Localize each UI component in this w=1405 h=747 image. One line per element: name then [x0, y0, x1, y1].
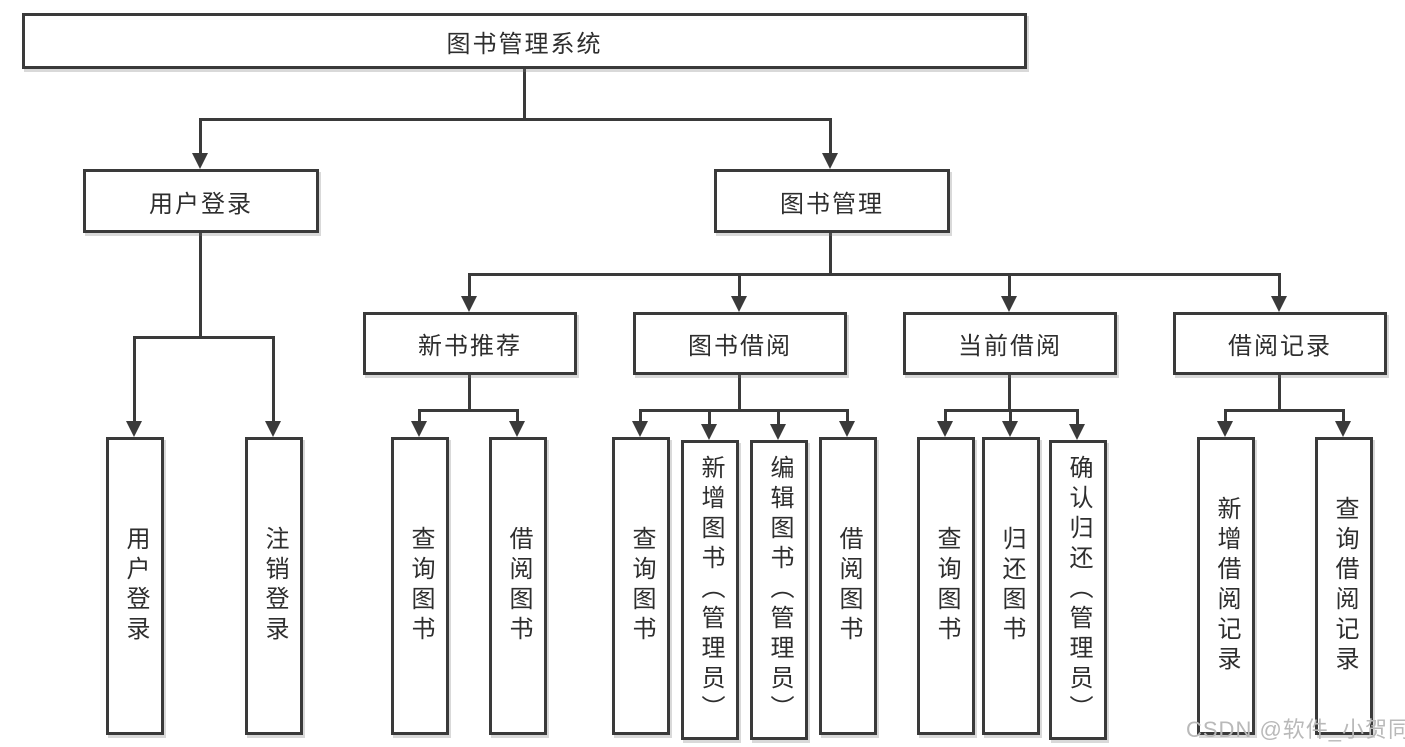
- connector-to-book-borrowing: [738, 273, 741, 296]
- leaf-add-borrow-record: 新增借阅记录: [1197, 437, 1255, 735]
- leaf-logout-label: 注销登录: [261, 526, 288, 646]
- connector-leaf: [639, 409, 642, 422]
- connector-borrow-records-hline: [1224, 409, 1345, 412]
- leaf-query-books-recommend-label: 查询图书: [407, 526, 434, 646]
- connector-to-borrow-records: [1278, 273, 1281, 296]
- leaf-user-login: 用户登录: [106, 437, 164, 735]
- arrowhead: [1001, 296, 1017, 312]
- arrowhead: [937, 421, 953, 437]
- connector-user-login-stub: [199, 233, 202, 336]
- arrowhead: [1069, 424, 1085, 440]
- leaf-edit-book-admin: 编辑图书（管理员）: [750, 440, 808, 740]
- connector-leaf: [944, 409, 947, 422]
- arrowhead: [126, 421, 142, 437]
- arrowhead: [461, 296, 477, 312]
- connector-leaf: [418, 409, 421, 422]
- leaf-query-books-current: 查询图书: [917, 437, 975, 735]
- node-library-management-system-label: 图书管理系统: [446, 30, 603, 58]
- node-book-borrowing: 图书借阅: [633, 312, 847, 375]
- connector-leaf: [1342, 409, 1345, 422]
- arrowhead: [1217, 421, 1233, 437]
- leaf-borrow-books-recommend: 借阅图书: [489, 437, 547, 735]
- leaf-query-books-borrowing: 查询图书: [612, 437, 670, 735]
- leaf-return-book: 归还图书: [982, 437, 1040, 735]
- leaf-logout: 注销登录: [245, 437, 303, 735]
- leaf-query-borrow-record-label: 查询借阅记录: [1331, 496, 1358, 676]
- connector-root-trunk: [523, 69, 526, 118]
- connector-to-leaf-logout: [272, 336, 275, 423]
- connector-borrow-records-stub: [1278, 375, 1281, 409]
- node-current-borrowing-label: 当前借阅: [958, 333, 1062, 360]
- connector-user-login-hline: [133, 336, 275, 339]
- node-library-management-system: 图书管理系统: [22, 13, 1027, 69]
- leaf-confirm-return-admin-label: 确认归还（管理员）: [1065, 455, 1092, 725]
- arrowhead: [192, 153, 208, 169]
- leaf-add-book-admin-label: 新增图书（管理员）: [697, 455, 724, 725]
- arrowhead: [701, 424, 717, 440]
- node-user-login-label: 用户登录: [149, 190, 253, 218]
- leaf-borrow-books-recommend-label: 借阅图书: [505, 526, 532, 646]
- leaf-add-borrow-record-label: 新增借阅记录: [1213, 496, 1240, 676]
- arrowhead: [265, 421, 281, 437]
- connector-book-management-stub: [829, 233, 832, 273]
- connector-to-book-management: [829, 118, 832, 156]
- connector-to-leaf-user-login: [133, 336, 136, 423]
- node-book-management-label: 图书管理: [780, 190, 884, 218]
- connector-to-current-borrowing: [1008, 273, 1011, 296]
- arrowhead: [1271, 296, 1287, 312]
- node-current-borrowing: 当前借阅: [903, 312, 1117, 375]
- node-borrow-records: 借阅记录: [1173, 312, 1387, 375]
- leaf-user-login-label: 用户登录: [122, 526, 149, 646]
- arrowhead: [822, 153, 838, 169]
- node-book-borrowing-label: 图书借阅: [688, 333, 792, 360]
- arrowhead: [411, 421, 427, 437]
- arrowhead: [839, 421, 855, 437]
- leaf-query-books-recommend: 查询图书: [391, 437, 449, 735]
- connector-current-borrowing-stub: [1008, 375, 1011, 409]
- leaf-query-borrow-record: 查询借阅记录: [1315, 437, 1373, 735]
- arrowhead: [1335, 421, 1351, 437]
- node-user-login: 用户登录: [83, 169, 319, 233]
- leaf-query-books-current-label: 查询图书: [933, 526, 960, 646]
- node-new-book-recommendation-label: 新书推荐: [418, 333, 522, 360]
- connector-leaf: [1076, 409, 1079, 425]
- leaf-add-book-admin: 新增图书（管理员）: [681, 440, 739, 740]
- leaf-edit-book-admin-label: 编辑图书（管理员）: [766, 455, 793, 725]
- arrowhead: [770, 424, 786, 440]
- connector-level3-hline: [468, 273, 1281, 276]
- arrowhead: [1002, 421, 1018, 437]
- arrowhead: [632, 421, 648, 437]
- connector-leaf: [777, 409, 780, 425]
- connector-leaf: [846, 409, 849, 422]
- leaf-borrow-books-borrowing-label: 借阅图书: [835, 526, 862, 646]
- connector-to-user-login: [199, 118, 202, 156]
- node-borrow-records-label: 借阅记录: [1228, 333, 1332, 360]
- connector-new-book-stub: [468, 375, 471, 409]
- node-new-book-recommendation: 新书推荐: [363, 312, 577, 375]
- connector-leaf: [708, 409, 711, 425]
- csdn-watermark: CSDN @软件_小贺同学: [1186, 717, 1405, 742]
- leaf-borrow-books-borrowing: 借阅图书: [819, 437, 877, 735]
- connector-to-new-book: [468, 273, 471, 296]
- leaf-confirm-return-admin: 确认归还（管理员）: [1049, 440, 1107, 740]
- leaf-return-book-label: 归还图书: [998, 526, 1025, 646]
- connector-book-borrowing-stub: [738, 375, 741, 409]
- connector-leaf: [516, 409, 519, 422]
- connector-book-borrowing-hline: [639, 409, 849, 412]
- connector-leaf: [1224, 409, 1227, 422]
- connector-level1-hline: [199, 118, 832, 121]
- connector-new-book-hline: [418, 409, 519, 412]
- connector-leaf: [1009, 409, 1012, 422]
- leaf-query-books-borrowing-label: 查询图书: [628, 526, 655, 646]
- node-book-management: 图书管理: [714, 169, 950, 233]
- arrowhead: [509, 421, 525, 437]
- arrowhead: [731, 296, 747, 312]
